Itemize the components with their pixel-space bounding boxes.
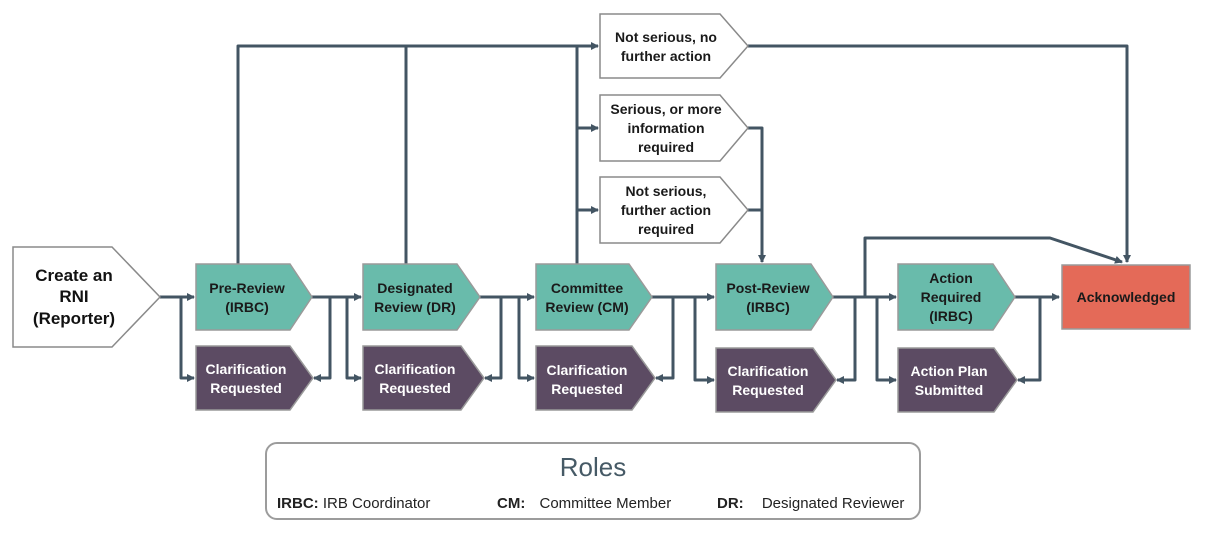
node-not-serious-action-required: Not serious, further action required <box>599 176 749 244</box>
create-rni-line-2: RNI <box>59 287 88 306</box>
role-dr-abbr: DR: <box>717 495 744 512</box>
pre-review-line-2: (IRBC) <box>225 299 269 315</box>
committee-review-line-2: Review (CM) <box>545 299 628 315</box>
node-action-required: Action Required (IRBC) <box>897 263 1016 331</box>
node-post-review: Post-Review (IRBC) <box>715 263 834 331</box>
loop-designated-in <box>345 297 362 382</box>
loop-postreview-in <box>693 297 715 384</box>
clarification-4-line-2: Requested <box>732 382 804 398</box>
not-serious-action-line-1: Not serious, <box>626 183 707 199</box>
create-rni-line-1: Create an <box>35 266 112 285</box>
node-action-plan-submitted: Action Plan Submitted <box>897 347 1018 413</box>
route-prereview-up <box>236 42 599 264</box>
node-acknowledged: Acknowledged <box>1061 264 1191 330</box>
designated-review-line-1: Designated <box>377 280 452 296</box>
clarification-3-line-2: Requested <box>551 381 623 397</box>
role-cm-name: Committee Member <box>539 495 672 512</box>
action-plan-line-1: Action Plan <box>910 363 987 379</box>
not-serious-action-line-2: further action <box>621 202 711 218</box>
action-required-line-3: (IRBC) <box>929 308 973 324</box>
clarification-2-line-1: Clarification <box>375 361 456 377</box>
role-cm-abbr: CM: <box>497 495 526 512</box>
action-required-line-1: Action <box>929 270 973 286</box>
node-clarification-4: Clarification Requested <box>715 347 837 413</box>
not-serious-no-action-line-2: further action <box>621 48 711 64</box>
not-serious-no-action-line-1: Not serious, no <box>615 29 717 45</box>
loop-prereview-in <box>179 297 195 382</box>
action-plan-line-2: Submitted <box>915 382 983 398</box>
clarification-3-line-1: Clarification <box>547 362 628 378</box>
create-rni-line-3: (Reporter) <box>33 309 115 328</box>
node-create-rni: Create an RNI (Reporter) <box>12 246 162 348</box>
loop-postreview-out <box>836 297 857 384</box>
serious-more-info-line-1: Serious, or more <box>610 101 721 117</box>
post-review-line-2: (IRBC) <box>746 299 790 315</box>
node-clarification-2: Clarification Requested <box>362 345 485 411</box>
pre-review-line-1: Pre-Review <box>209 280 285 296</box>
node-clarification-3: Clarification Requested <box>535 345 656 411</box>
role-irbc-name: IRB Coordinator <box>322 495 431 512</box>
committee-review-line-1: Committee <box>551 280 624 296</box>
node-pre-review: Pre-Review (IRBC) <box>195 263 313 331</box>
route-serious-to-postreview <box>748 126 766 263</box>
node-committee-review: Committee Review (CM) <box>535 263 653 331</box>
role-irbc-abbr: IRBC: <box>277 495 319 512</box>
serious-more-info-line-3: required <box>638 139 694 155</box>
node-clarification-1: Clarification Requested <box>195 345 314 411</box>
acknowledged-label: Acknowledged <box>1077 289 1176 305</box>
node-designated-review: Designated Review (DR) <box>362 263 481 331</box>
loop-prereview-out <box>313 297 332 382</box>
route-noaction-to-acknowledged <box>748 44 1131 263</box>
route-postreview-to-acknowledged <box>863 236 1123 297</box>
serious-more-info-line-2: information <box>628 120 705 136</box>
role-dr: DR: Designated Reviewer <box>717 495 904 512</box>
post-review-line-1: Post-Review <box>726 280 809 296</box>
clarification-1-line-1: Clarification <box>206 361 287 377</box>
loop-action-in <box>875 297 897 384</box>
loop-designated-out <box>484 297 503 382</box>
loop-action-out <box>1017 297 1042 384</box>
loop-committee-out <box>655 297 675 382</box>
node-serious-more-info: Serious, or more information required <box>599 94 749 162</box>
roles-legend: Roles IRBC: IRB Coordinator CM: Committe… <box>265 442 921 520</box>
not-serious-action-line-3: required <box>638 221 694 237</box>
loop-committee-in <box>517 297 535 382</box>
role-dr-name: Designated Reviewer <box>761 495 905 512</box>
roles-title: Roles <box>559 452 627 482</box>
clarification-4-line-1: Clarification <box>728 363 809 379</box>
role-cm: CM: Committee Member <box>497 495 671 512</box>
node-not-serious-no-action: Not serious, no further action <box>599 13 749 79</box>
designated-review-line-2: Review (DR) <box>374 299 456 315</box>
clarification-2-line-2: Requested <box>379 380 451 396</box>
role-irbc: IRBC: IRB Coordinator <box>277 495 430 512</box>
action-required-line-2: Required <box>921 289 982 305</box>
clarification-1-line-2: Requested <box>210 380 282 396</box>
connectors <box>160 42 1131 384</box>
